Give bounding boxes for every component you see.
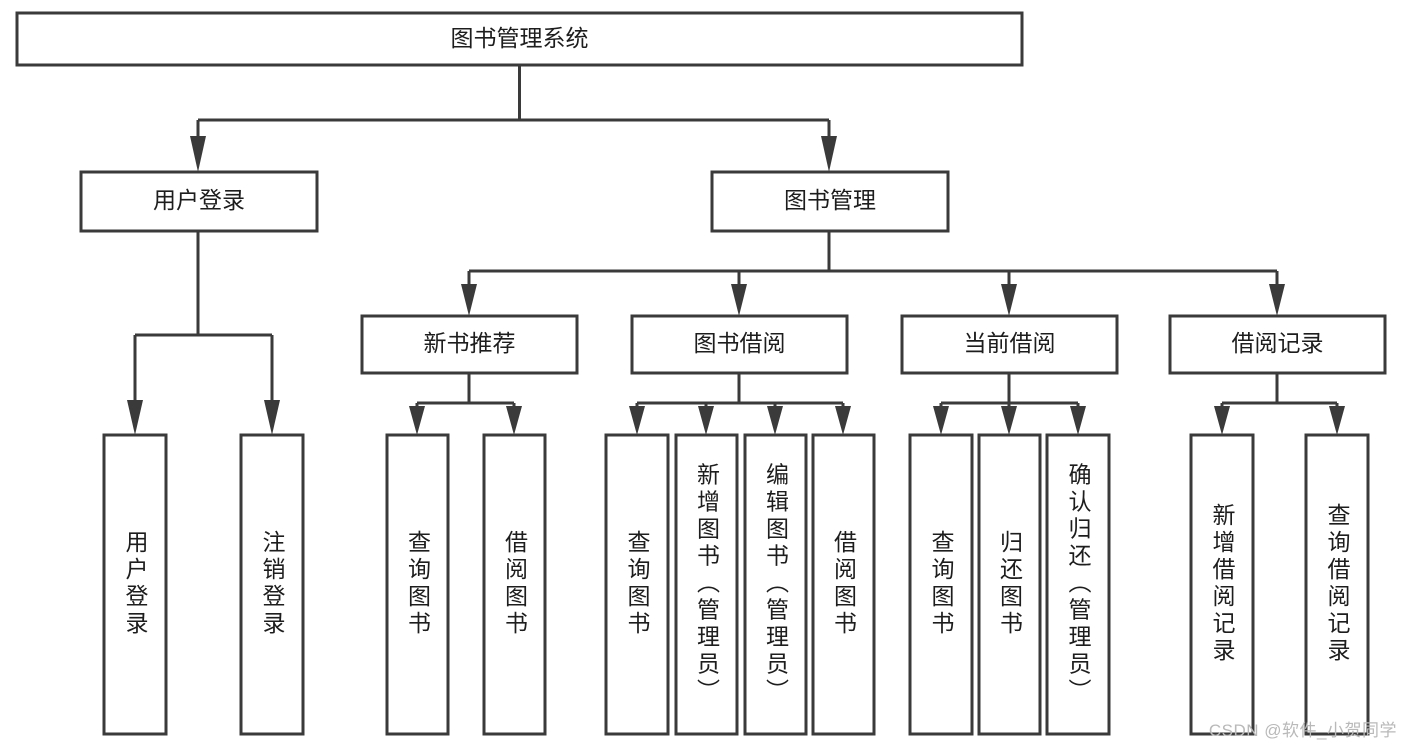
arrow-head-leaf-logout: [264, 400, 280, 435]
node-book-management[interactable]: 图书管理: [710, 170, 950, 233]
arrow-head-borrow-record: [1269, 284, 1285, 316]
node-leaf-borrow-book-1-label: 借阅图书: [502, 530, 529, 638]
node-book-management-box[interactable]: [710, 170, 950, 233]
arrow-head-leaf-query-book-3: [933, 406, 949, 435]
node-leaf-query-record[interactable]: 查询借阅记录: [1304, 433, 1370, 736]
node-borrow-record[interactable]: 借阅记录: [1168, 314, 1387, 375]
node-leaf-query-book-1[interactable]: 查询图书: [385, 433, 450, 736]
node-book-borrow-label: 图书借阅: [694, 330, 786, 356]
node-new-book-recommend[interactable]: 新书推荐: [360, 314, 579, 375]
node-leaf-confirm-return[interactable]: 确认归还（管理员）: [1045, 433, 1111, 736]
node-user-login-box[interactable]: [79, 170, 319, 233]
csdn-watermark: CSDN @软件_小贺同学: [1208, 721, 1397, 740]
arrow-head-leaf-confirm-return: [1070, 406, 1086, 435]
node-leaf-borrow-book-2-box[interactable]: [811, 433, 876, 736]
node-leaf-query-book-2-label: 查询图书: [624, 530, 651, 638]
arrow-head-leaf-borrow-book-2: [835, 406, 851, 435]
node-leaf-add-record[interactable]: 新增借阅记录: [1189, 433, 1255, 736]
node-leaf-confirm-return-label: 确认归还（管理员）: [1065, 463, 1092, 706]
node-current-borrow-box[interactable]: [900, 314, 1119, 375]
node-leaf-return-book[interactable]: 归还图书: [977, 433, 1042, 736]
node-new-book-recommend-box[interactable]: [360, 314, 579, 375]
node-leaf-borrow-book-1[interactable]: 借阅图书: [482, 433, 547, 736]
node-leaf-query-record-label: 查询借阅记录: [1324, 503, 1351, 665]
node-leaf-user-login[interactable]: 用户登录: [102, 433, 168, 736]
node-new-book-recommend-label: 新书推荐: [424, 330, 516, 356]
node-leaf-add-book[interactable]: 新增图书（管理员）: [674, 433, 739, 736]
node-root[interactable]: 图书管理系统: [15, 11, 1024, 67]
node-book-management-label: 图书管理: [784, 187, 876, 213]
node-current-borrow-label: 当前借阅: [964, 330, 1056, 356]
node-leaf-edit-book-box[interactable]: [743, 433, 808, 736]
arrow-head-leaf-add-book: [698, 406, 714, 435]
arrow-head-leaf-add-record: [1214, 406, 1230, 435]
arrow-head-book-borrow: [731, 284, 747, 316]
node-leaf-logout[interactable]: 注销登录: [239, 433, 305, 736]
node-leaf-add-record-box[interactable]: [1189, 433, 1255, 736]
node-leaf-query-book-1-box[interactable]: [385, 433, 450, 736]
node-book-borrow-box[interactable]: [630, 314, 849, 375]
node-leaf-query-book-3-box[interactable]: [908, 433, 974, 736]
node-leaf-borrow-book-1-box[interactable]: [482, 433, 547, 736]
node-leaf-query-book-2[interactable]: 查询图书: [604, 433, 670, 736]
node-user-login-label: 用户登录: [153, 187, 245, 213]
node-root-label: 图书管理系统: [451, 25, 589, 51]
node-leaf-return-book-label: 归还图书: [997, 530, 1024, 638]
arrow-head-leaf-query-book-1: [409, 406, 425, 435]
node-leaf-edit-book[interactable]: 编辑图书（管理员）: [743, 433, 808, 736]
arrow-head-new-book-recommend: [461, 284, 477, 316]
arrow-head-current-borrow: [1001, 284, 1017, 316]
arrow-head-leaf-edit-book: [767, 406, 783, 435]
arrow-head-leaf-query-book-2: [629, 406, 645, 435]
node-leaf-add-book-label: 新增图书（管理员）: [694, 463, 721, 706]
node-leaf-logout-label: 注销登录: [259, 530, 286, 638]
node-leaf-query-book-3-label: 查询图书: [928, 530, 955, 638]
node-leaf-user-login-box[interactable]: [102, 433, 168, 736]
arrow-head-leaf-return-book: [1001, 406, 1017, 435]
node-borrow-record-box[interactable]: [1168, 314, 1387, 375]
node-leaf-query-record-box[interactable]: [1304, 433, 1370, 736]
node-leaf-borrow-book-2-label: 借阅图书: [831, 530, 858, 638]
node-leaf-return-book-box[interactable]: [977, 433, 1042, 736]
node-leaf-add-record-label: 新增借阅记录: [1209, 503, 1236, 665]
node-leaf-add-book-box[interactable]: [674, 433, 739, 736]
node-leaf-logout-box[interactable]: [239, 433, 305, 736]
node-leaf-user-login-label: 用户登录: [122, 530, 149, 638]
node-user-login[interactable]: 用户登录: [79, 170, 319, 233]
node-book-borrow[interactable]: 图书借阅: [630, 314, 849, 375]
arrow-head-book-management: [821, 136, 837, 172]
arrow-head-leaf-user-login: [127, 400, 143, 435]
connector-layer: [127, 65, 1345, 435]
node-leaf-confirm-return-box[interactable]: [1045, 433, 1111, 736]
node-leaf-query-book-2-box[interactable]: [604, 433, 670, 736]
arrow-head-leaf-borrow-book-1: [506, 406, 522, 435]
node-leaf-query-book-1-label: 查询图书: [405, 530, 432, 638]
node-leaf-edit-book-label: 编辑图书（管理员）: [763, 463, 790, 706]
arrow-head-leaf-query-record: [1329, 406, 1345, 435]
node-current-borrow[interactable]: 当前借阅: [900, 314, 1119, 375]
arrow-head-user-login: [190, 136, 206, 172]
node-leaf-query-book-3[interactable]: 查询图书: [908, 433, 974, 736]
node-leaf-borrow-book-2[interactable]: 借阅图书: [811, 433, 876, 736]
node-root-box[interactable]: [15, 11, 1024, 67]
node-borrow-record-label: 借阅记录: [1232, 330, 1324, 356]
